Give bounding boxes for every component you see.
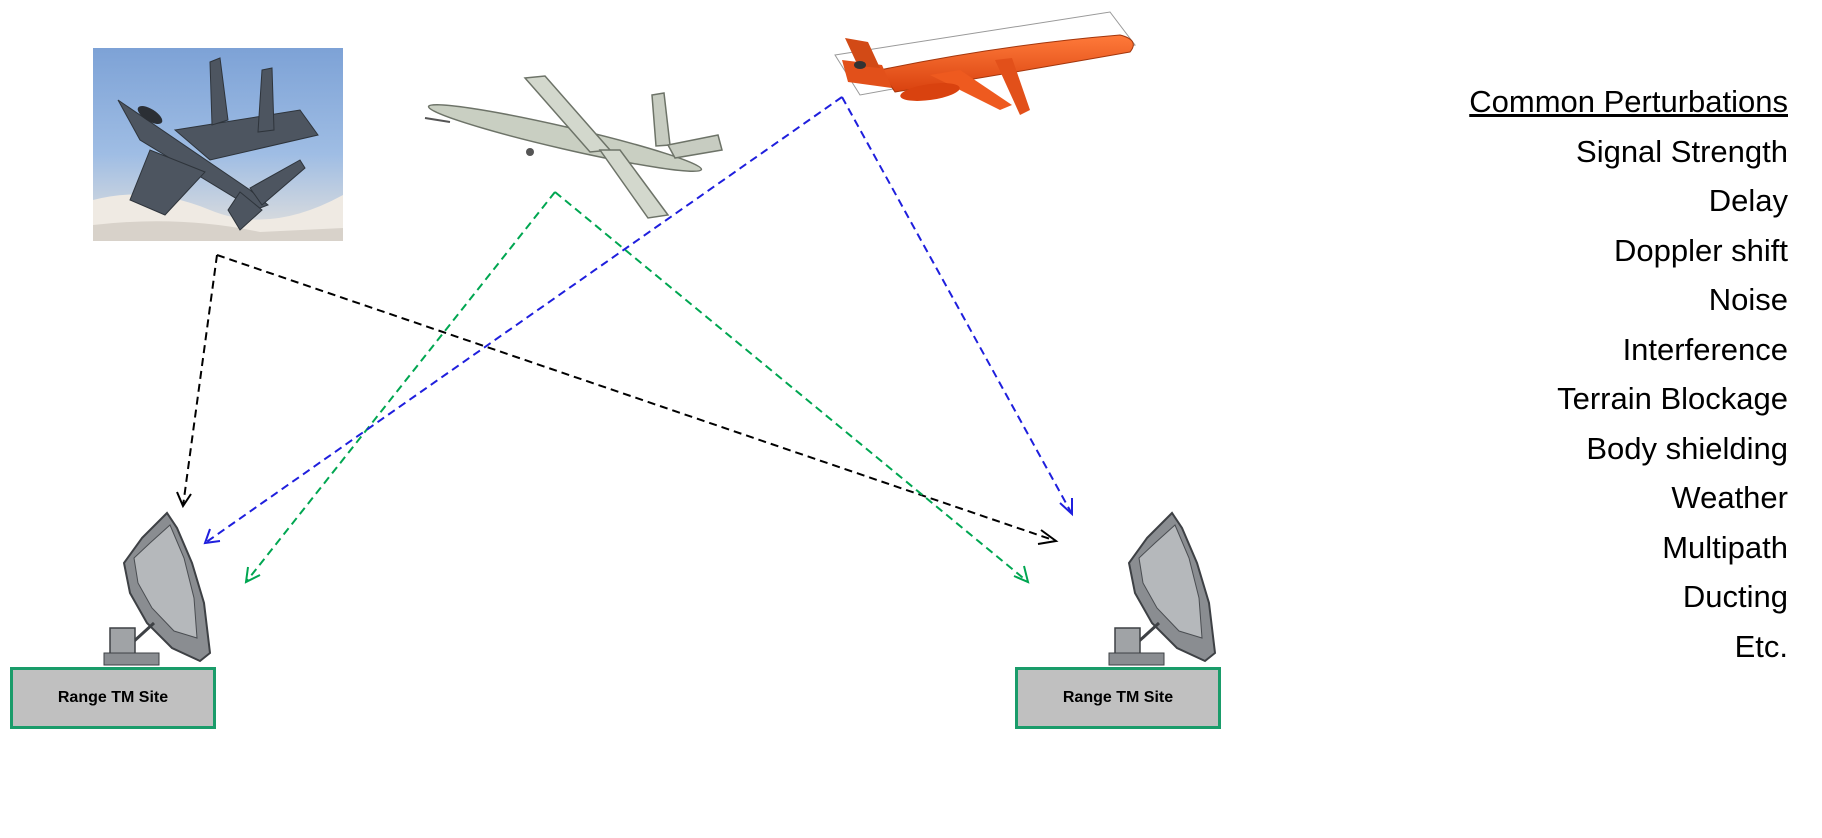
perturbation-item: Body shielding (1586, 430, 1788, 466)
link-target-left (203, 96, 843, 545)
site-label: Range TM Site (1062, 689, 1174, 706)
perturbation-item: Signal Strength (1576, 133, 1788, 169)
perturbation-item: Doppler shift (1613, 232, 1788, 268)
perturbation-item: Delay (1708, 183, 1788, 218)
perturbation-item: Interference (1622, 331, 1788, 367)
perturbations-heading: Common Perturbations (1469, 84, 1788, 119)
uav-drone-icon (424, 75, 723, 219)
perturbation-item: Terrain Blockage (1557, 381, 1788, 416)
radar-dish-icon (103, 511, 212, 666)
link-fighter-right (216, 254, 1059, 545)
link-fighter-left (176, 254, 218, 509)
link-uav-left (244, 191, 556, 584)
target-drone-icon (834, 11, 1136, 115)
link-uav-right (554, 191, 1030, 584)
site-label: Range TM Site (57, 689, 169, 706)
perturbation-item: Noise (1708, 282, 1788, 317)
perturbation-item: Ducting (1682, 579, 1788, 614)
link-target-right (841, 96, 1073, 517)
range-tm-site-left: Range TM Site (10, 667, 216, 729)
perturbation-item: Multipath (1662, 529, 1788, 565)
perturbation-item: Weather (1671, 480, 1788, 515)
radar-dish-icon (1108, 511, 1217, 666)
fighter-jet-icon (93, 48, 343, 241)
range-tm-site-right: Range TM Site (1015, 667, 1221, 729)
perturbation-item: Etc. (1734, 628, 1788, 664)
